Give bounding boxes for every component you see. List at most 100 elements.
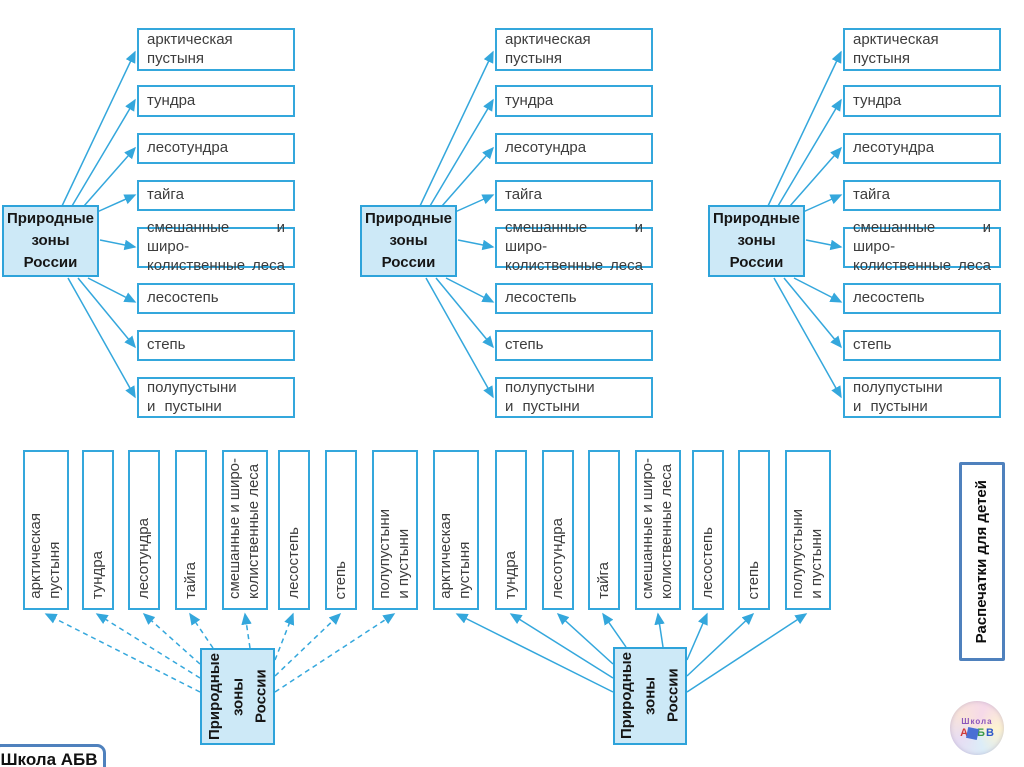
zone-label: лесостепь — [853, 289, 925, 307]
printables-for-kids-label-box: Распечатки для детей — [959, 462, 1005, 661]
zone-label: смешанные и широ- — [147, 219, 285, 256]
zone-box-semi-deserts: полупустыни и пустыни — [785, 450, 831, 610]
zone-box-mixed-forests: смешанные и широ- колиственные леса — [137, 219, 295, 274]
zone-label: полупустыни — [853, 378, 943, 396]
zone-label: тайга — [505, 186, 542, 204]
zone-label: арктическая — [853, 30, 939, 48]
zone-label-vertical: степь — [331, 560, 349, 599]
zone-label-vertical: смешанные и широ- колиственные леса — [226, 457, 262, 599]
central-node-natural-zones: Природные зоны России — [360, 205, 457, 277]
zone-box-forest-tundra: лесотундра — [128, 450, 160, 610]
zone-box-semi-deserts: полупустыни и пустыни — [372, 450, 418, 610]
connector-arrow — [602, 612, 627, 648]
zone-box-tundra: тундра — [82, 450, 114, 610]
central-node-line: России — [729, 253, 784, 271]
zone-label: тайга — [147, 186, 184, 204]
connector-arrow — [455, 613, 614, 693]
zone-box-mixed-forests: смешанные и широ- колиственные леса — [635, 450, 681, 610]
zone-box-forest-steppe: лесостепь — [692, 450, 724, 610]
zone-label: полупустыни — [147, 378, 237, 396]
zone-label: степь — [505, 336, 544, 354]
natural-zones-diagram-horizontal-2: Природные зоны России арктическая пустын… — [358, 0, 658, 430]
connector-arrow — [556, 612, 614, 665]
central-node-natural-zones: Природные зоны России — [2, 205, 99, 277]
zone-label-vertical: тундра — [88, 550, 106, 599]
zone-box-mixed-forests: смешанные и широ- колиственные леса — [222, 450, 268, 610]
zone-label: и пустыни — [853, 397, 928, 415]
logo-cube-icon — [966, 726, 980, 740]
zone-box-taiga: тайга — [137, 180, 295, 211]
zone-box-arctic-desert: арктическая пустыня — [137, 28, 295, 71]
zone-box-steppe: степь — [843, 330, 1001, 361]
connector-arrow — [95, 613, 201, 679]
central-node-line: России — [23, 253, 78, 271]
zone-box-steppe: степь — [325, 450, 357, 610]
school-abv-plate: Школа АБВ — [0, 744, 106, 767]
zone-box-steppe: степь — [738, 450, 770, 610]
connector-arrow — [654, 612, 665, 648]
zone-box-steppe: степь — [495, 330, 653, 361]
zone-label: колиственные леса — [505, 256, 643, 274]
zone-box-forest-tundra: лесотундра — [137, 133, 295, 164]
zone-box-steppe: степь — [137, 330, 295, 361]
central-node-line: зоны — [31, 232, 70, 250]
zone-box-arctic-desert: арктическая пустыня — [843, 28, 1001, 71]
zone-label: арктическая — [147, 30, 233, 48]
zone-label-vertical: полупустыни и пустыни — [789, 509, 825, 599]
central-node-line: зоны — [737, 232, 776, 250]
central-node-natural-zones-vertical: Природные зоны России — [200, 648, 275, 745]
zone-box-tundra: тундра — [137, 85, 295, 117]
zone-label: смешанные и широ- — [505, 219, 643, 256]
connector-arrow — [44, 613, 201, 693]
zone-box-semi-deserts: полупустыни и пустыни — [843, 377, 1001, 418]
zone-label: пустыня — [147, 49, 205, 67]
connector-arrow — [686, 612, 755, 677]
zone-label-vertical: лесотундра — [548, 517, 566, 599]
natural-zones-diagram-horizontal-1: Природные зоны России арктическая пустын… — [0, 0, 300, 430]
zone-label: пустыня — [505, 49, 563, 67]
zone-label-vertical: лесостепь — [698, 527, 716, 599]
zone-box-semi-deserts: полупустыни и пустыни — [137, 377, 295, 418]
zone-box-tundra: тундра — [843, 85, 1001, 117]
zone-label: полупустыни — [505, 378, 595, 396]
zone-label: лесотундра — [853, 139, 935, 157]
zone-label-vertical: тайга — [594, 562, 612, 599]
zone-box-semi-deserts: полупустыни и пустыни — [495, 377, 653, 418]
zone-box-forest-tundra: лесотундра — [542, 450, 574, 610]
central-node-label: Природные зоны России — [205, 652, 270, 741]
zone-label: и пустыни — [147, 397, 222, 415]
natural-zones-diagram-horizontal-3: Природные зоны России арктическая пустын… — [706, 0, 1006, 430]
zone-label: колиственные леса — [147, 256, 285, 274]
zone-label: лесостепь — [505, 289, 577, 307]
zone-box-taiga: тайга — [843, 180, 1001, 211]
zone-label-vertical: полупустыни и пустыни — [376, 509, 412, 599]
central-node-line: зоны — [389, 232, 428, 250]
zone-label: тайга — [853, 186, 890, 204]
connector-arrow — [686, 613, 808, 693]
central-node-line: Природные — [364, 210, 453, 228]
zone-box-forest-steppe: лесостепь — [495, 283, 653, 314]
zone-label: лесотундра — [505, 139, 587, 157]
zone-label: арктическая — [505, 30, 591, 48]
zone-label-vertical: арктическая пустыня — [437, 513, 473, 599]
zone-label: пустыня — [853, 49, 911, 67]
zone-label-vertical: лесотундра — [134, 517, 152, 599]
central-node-line: Природные — [6, 210, 95, 228]
zone-label-vertical: лесостепь — [284, 527, 302, 599]
zone-label: лесостепь — [147, 289, 219, 307]
zone-box-forest-steppe: лесостепь — [137, 283, 295, 314]
central-node-natural-zones: Природные зоны России — [708, 205, 805, 277]
zone-label: колиственные леса — [853, 256, 991, 274]
zone-label-vertical: тайга — [181, 562, 199, 599]
connector-arrow — [686, 612, 708, 661]
zone-box-mixed-forests: смешанные и широ- колиственные леса — [495, 219, 653, 274]
zone-label: степь — [853, 336, 892, 354]
zone-label: тундра — [147, 91, 196, 109]
connector-arrow — [274, 612, 342, 677]
central-node-natural-zones-vertical: Природные зоны России — [613, 647, 687, 745]
central-node-line: Природные — [712, 210, 801, 228]
connector-arrow — [189, 612, 214, 649]
zone-label: лесотундра — [147, 139, 229, 157]
logo-school-text: Школа — [961, 716, 993, 726]
